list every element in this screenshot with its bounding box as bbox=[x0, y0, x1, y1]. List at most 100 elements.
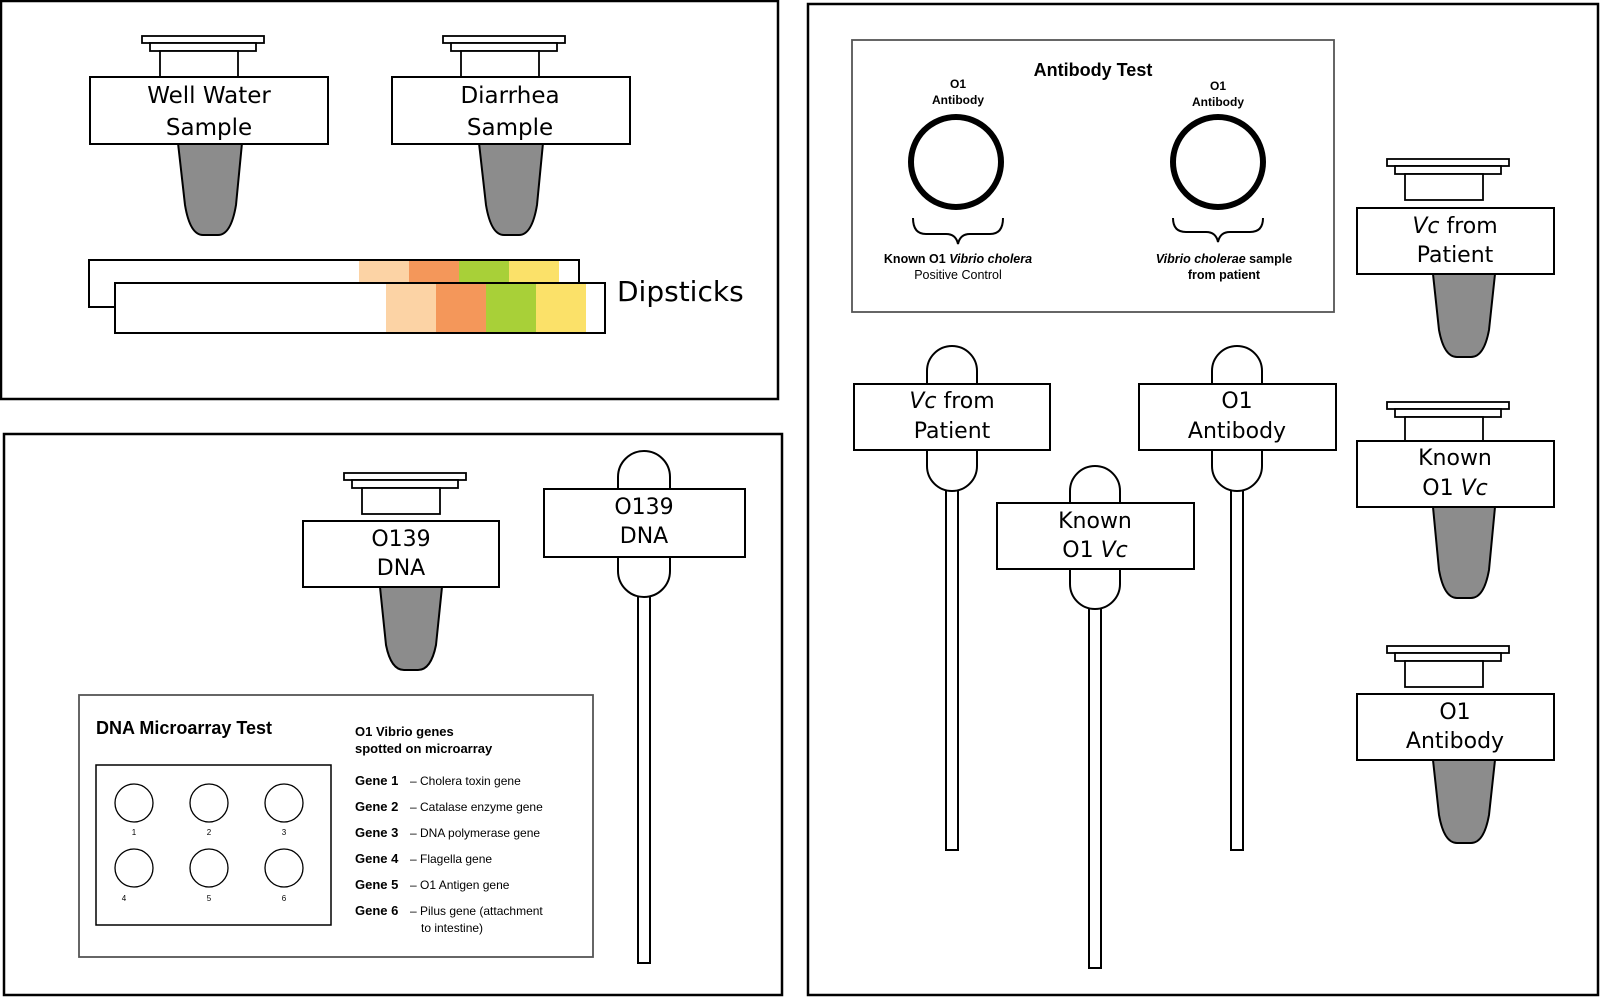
gene-desc: – Cholera toxin gene bbox=[410, 774, 521, 788]
gene-desc: – Flagella gene bbox=[410, 852, 492, 866]
brace-control bbox=[912, 217, 1004, 245]
well-label-line1: O1 bbox=[1210, 79, 1226, 93]
dipstick-pad bbox=[409, 261, 459, 283]
gene-desc-continued: to intestine) bbox=[421, 921, 483, 935]
spot-number: 3 bbox=[282, 828, 287, 837]
well-label-line2: Antibody bbox=[932, 93, 984, 107]
swab-known-o1-vc: Known O1 Vc bbox=[996, 465, 1195, 969]
swab-label-line2: O1 Vc bbox=[1062, 538, 1127, 563]
patient-caption-line1: Vibrio cholerae sample bbox=[1156, 252, 1292, 266]
spot-number: 2 bbox=[207, 828, 212, 837]
tube-label-line1: O1 bbox=[1439, 700, 1470, 725]
microarray-spot-2 bbox=[189, 783, 229, 823]
microarray-title: DNA Microarray Test bbox=[96, 718, 272, 738]
tube-body bbox=[1431, 273, 1497, 358]
dipstick-pad bbox=[386, 284, 436, 332]
tube-body bbox=[1431, 759, 1497, 844]
gene-desc: – Pilus gene (attachment bbox=[410, 904, 543, 918]
tube-label-line1: O139 bbox=[371, 527, 430, 552]
swab-label-line2: Patient bbox=[914, 419, 991, 444]
antibody-well-control bbox=[908, 114, 1004, 210]
dipstick-pad bbox=[486, 284, 536, 332]
tube-well-water: Well Water Sample bbox=[89, 35, 329, 236]
swab-label-line1: Known bbox=[1058, 509, 1132, 534]
spot-number: 4 bbox=[122, 894, 127, 903]
spot-number: 1 bbox=[132, 828, 137, 837]
gene-name: Gene 3 bbox=[355, 825, 398, 840]
tube-vc-patient: Vc from Patient bbox=[1356, 158, 1555, 358]
gene-desc: – DNA polymerase gene bbox=[410, 826, 540, 840]
gene-desc: – Catalase enzyme gene bbox=[410, 800, 543, 814]
swab-stick bbox=[945, 487, 959, 851]
microarray-spots: 1 2 3 4 5 6 bbox=[114, 783, 304, 903]
swab-label-line1: O1 bbox=[1221, 389, 1252, 414]
tube-o139-dna: O139 DNA bbox=[302, 472, 500, 671]
patient-caption-line2: from patient bbox=[1188, 268, 1261, 282]
tube-label-line1: Well Water bbox=[147, 83, 271, 109]
tube-label-line1: Vc from bbox=[1412, 214, 1497, 239]
swab-label-line1: O139 bbox=[614, 495, 673, 520]
antibody-test-title: Antibody Test bbox=[1034, 60, 1153, 80]
dipstick-pad bbox=[509, 261, 559, 283]
tube-label-line1: Diarrhea bbox=[460, 83, 559, 109]
panel-samples: Well Water Sample Diarrhea Sample bbox=[0, 0, 780, 401]
tube-label-box bbox=[1356, 693, 1555, 761]
dipstick-front bbox=[114, 282, 606, 334]
swab-stick bbox=[1230, 487, 1244, 851]
tube-label-line2: Sample bbox=[467, 115, 553, 141]
antibody-test-card: Antibody Test O1 Antibody Known O1 Vibri… bbox=[851, 39, 1335, 313]
swab-o139-dna: O139 DNA bbox=[543, 450, 746, 964]
spot-number: 6 bbox=[282, 894, 287, 903]
dipsticks: Dipsticks bbox=[88, 259, 744, 334]
tube-label-box bbox=[1356, 207, 1555, 275]
tube-label-line2: O1 Vc bbox=[1422, 476, 1487, 501]
microarray-spot-6 bbox=[264, 848, 304, 888]
tube-label-box bbox=[1356, 440, 1555, 508]
tube-label-box bbox=[302, 520, 500, 588]
tube-label-line2: Sample bbox=[166, 115, 252, 141]
swab-label-line2: Antibody bbox=[1188, 419, 1286, 444]
panel-antibody: Antibody Test O1 Antibody Known O1 Vibri… bbox=[806, 2, 1600, 997]
tube-body bbox=[477, 142, 545, 236]
spot-number: 5 bbox=[207, 894, 212, 903]
swab-label-box bbox=[996, 502, 1195, 570]
tube-label-box bbox=[391, 76, 631, 145]
well-label-line2: Antibody bbox=[1192, 95, 1244, 109]
tube-label-line1: Known bbox=[1418, 446, 1492, 471]
microarray-spot-3 bbox=[264, 783, 304, 823]
swab-label-box bbox=[543, 488, 746, 558]
swab-stick bbox=[637, 594, 651, 964]
swab-stick bbox=[1088, 605, 1102, 969]
genes-heading-line1: O1 Vibrio genes bbox=[355, 724, 454, 739]
microarray-spot-1 bbox=[114, 783, 154, 823]
tube-known-o1-vc: Known O1 Vc bbox=[1356, 401, 1555, 599]
gene-name: Gene 4 bbox=[355, 851, 399, 866]
swab-label-box bbox=[1138, 383, 1337, 451]
antibody-well-patient bbox=[1170, 114, 1266, 210]
tube-body bbox=[378, 586, 444, 671]
well-label-line1: O1 bbox=[950, 77, 966, 91]
swab-o1-antibody: O1 Antibody bbox=[1138, 345, 1337, 851]
microarray-spot-4 bbox=[114, 848, 154, 888]
tube-o1-antibody: O1 Antibody bbox=[1356, 645, 1555, 844]
tube-label-line2: Patient bbox=[1417, 243, 1494, 268]
gene-desc: – O1 Antigen gene bbox=[410, 878, 510, 892]
gene-list: Gene 1 – Cholera toxin gene Gene 2 – Cat… bbox=[355, 773, 543, 935]
panel-dna: O139 DNA O139 DNA DNA Microarray Test O1… bbox=[2, 432, 784, 997]
microarray-spot-5 bbox=[189, 848, 229, 888]
control-caption-line2: Positive Control bbox=[914, 268, 1002, 282]
tube-label-line2: Antibody bbox=[1406, 729, 1504, 754]
dipstick-pad bbox=[536, 284, 586, 332]
dipstick-pad bbox=[459, 261, 509, 283]
gene-name: Gene 2 bbox=[355, 799, 398, 814]
tube-label-box bbox=[89, 76, 329, 145]
panel-samples-border bbox=[0, 0, 780, 401]
swab-vc-patient: Vc from Patient bbox=[853, 345, 1051, 851]
dipstick-pad bbox=[436, 284, 486, 332]
dipstick-pad bbox=[359, 261, 409, 283]
control-caption-line1: Known O1 Vibrio cholera bbox=[884, 252, 1032, 266]
microarray-card: DNA Microarray Test O1 Vibrio genes spot… bbox=[78, 694, 594, 958]
tube-diarrhea: Diarrhea Sample bbox=[391, 35, 631, 236]
swab-label-line2: DNA bbox=[620, 524, 668, 549]
